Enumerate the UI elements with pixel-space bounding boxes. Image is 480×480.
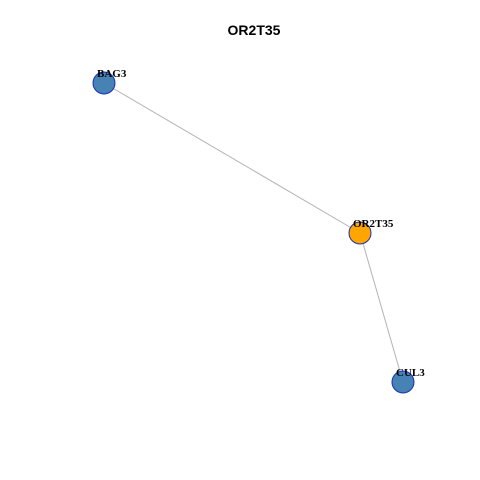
node-cul3[interactable]: CUL3 xyxy=(391,367,425,394)
node-bag3[interactable]: BAG3 xyxy=(92,68,127,95)
edge-bag3-or2t35 xyxy=(103,82,361,234)
node-label-cul3: CUL3 xyxy=(396,367,425,379)
node-or2t35[interactable]: OR2T35 xyxy=(348,218,394,245)
node-circle-cul3[interactable] xyxy=(391,370,415,394)
edges-layer xyxy=(103,82,404,383)
edge-or2t35-cul3 xyxy=(359,232,404,383)
node-label-bag3: BAG3 xyxy=(97,68,127,80)
node-label-or2t35: OR2T35 xyxy=(353,218,394,230)
diagram-title: OR2T35 xyxy=(228,22,281,38)
node-circle-bag3[interactable] xyxy=(92,71,116,95)
node-circle-or2t35[interactable] xyxy=(348,221,372,245)
